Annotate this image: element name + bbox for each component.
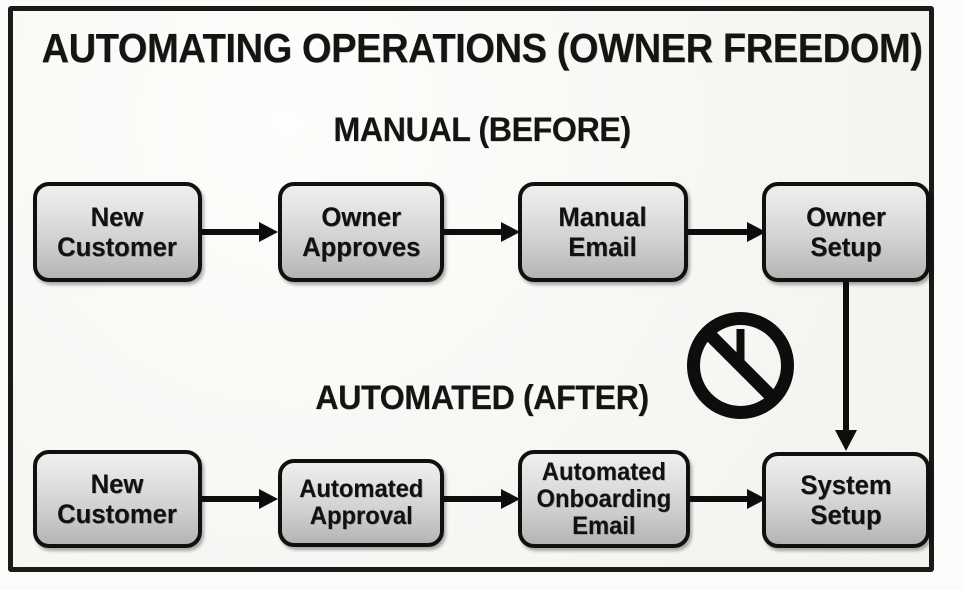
arrow-manual-2-to-3 <box>444 222 520 242</box>
node-label: System Setup <box>800 470 892 530</box>
section-heading-manual: MANUAL (BEFORE) <box>333 111 631 149</box>
node-automated-3[interactable]: Automated Onboarding Email <box>518 450 690 548</box>
arrow-head <box>259 489 278 509</box>
arrow-manual-3-to-4 <box>688 222 766 242</box>
arrow-shaft <box>690 496 749 502</box>
arrow-manual-1-to-2 <box>202 222 278 242</box>
node-manual-2[interactable]: Owner Approves <box>278 182 444 282</box>
node-label: Automated Onboarding Email <box>536 457 672 540</box>
node-label: New Customer <box>57 469 178 529</box>
arrow-shaft <box>843 282 849 432</box>
arrow-owner-setup-to-system-setup <box>835 282 857 452</box>
arrow-head <box>835 430 857 451</box>
node-label: Owner Approves <box>301 202 421 262</box>
node-label: Owner Setup <box>806 202 886 262</box>
node-label: Manual Email <box>558 202 648 262</box>
arrow-automated-1-to-2 <box>202 489 278 509</box>
arrow-shaft <box>444 229 503 235</box>
node-manual-1[interactable]: New Customer <box>33 182 202 282</box>
node-manual-4[interactable]: Owner Setup <box>762 182 930 282</box>
arrow-shaft <box>688 229 749 235</box>
arrow-head <box>747 222 766 242</box>
node-manual-3[interactable]: Manual Email <box>518 182 688 282</box>
page-title: AUTOMATING OPERATIONS (OWNER FREEDOM) <box>41 25 923 71</box>
arrow-shaft <box>202 229 261 235</box>
arrow-shaft <box>444 496 503 502</box>
node-label: Automated Approval <box>298 475 424 530</box>
node-automated-4[interactable]: System Setup <box>762 452 930 548</box>
arrow-head <box>501 222 520 242</box>
arrow-head <box>501 489 520 509</box>
arrow-head <box>747 489 766 509</box>
node-label: New Customer <box>57 202 178 262</box>
arrow-shaft <box>202 496 261 502</box>
no-clock-icon <box>683 308 798 423</box>
arrow-automated-3-to-4 <box>690 489 766 509</box>
arrow-head <box>259 222 278 242</box>
node-automated-1[interactable]: New Customer <box>33 450 202 548</box>
arrow-automated-2-to-3 <box>444 489 520 509</box>
section-heading-automated: AUTOMATED (AFTER) <box>315 379 649 417</box>
node-automated-2[interactable]: Automated Approval <box>278 459 444 547</box>
